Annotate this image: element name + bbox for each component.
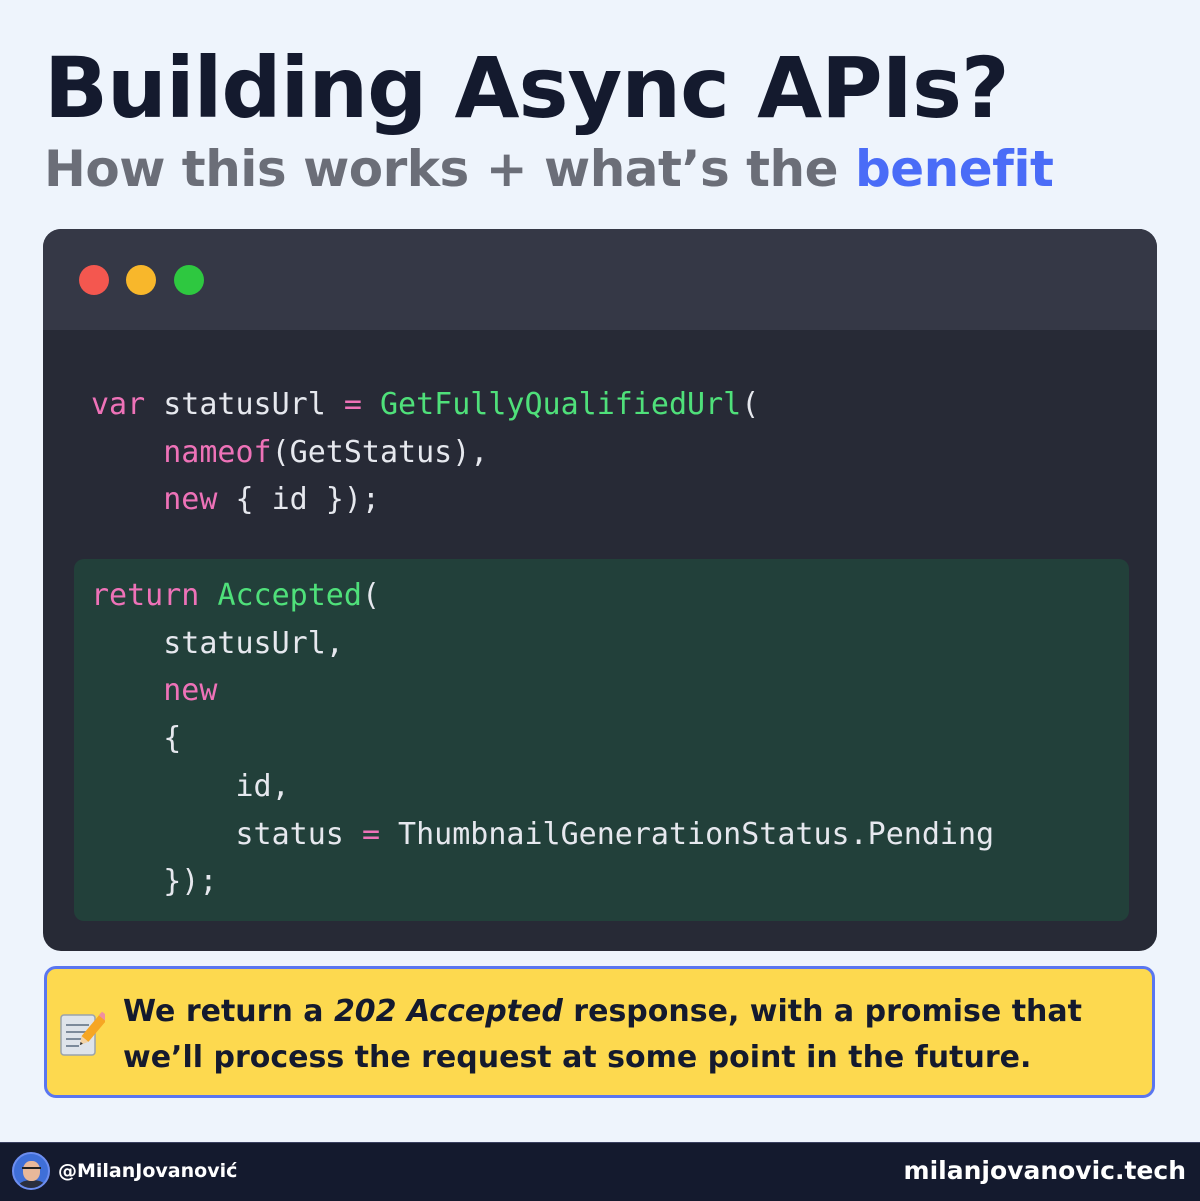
code-line: { [91, 721, 181, 756]
subtitle-accent: benefit [854, 140, 1054, 198]
code-punct: ( [741, 387, 760, 422]
page-title: Building Async APIs? [44, 39, 1010, 137]
code-indent [91, 721, 163, 756]
author-handle[interactable]: @MilanJovanović [58, 1160, 238, 1182]
code-indent [91, 817, 236, 852]
code-text: statusUrl, [163, 625, 344, 661]
subtitle-text: How this works + what’s the [44, 140, 855, 198]
code-line: nameof(GetStatus), [91, 435, 488, 470]
code-text: (GetStatus), [271, 434, 489, 470]
info-callout: We return a 202 Accepted response, with … [44, 966, 1155, 1098]
code-text: { id }); [217, 482, 380, 518]
code-text: }); [163, 864, 218, 900]
code-identifier: statusUrl [145, 387, 344, 422]
code-space [362, 387, 380, 422]
avatar[interactable] [12, 1152, 50, 1190]
code-text: id, [235, 768, 290, 804]
code-indent [91, 482, 163, 517]
close-window-dot[interactable] [79, 265, 109, 295]
code-keyword: new [163, 482, 218, 518]
code-indent [91, 626, 163, 661]
code-space [199, 578, 217, 613]
code-function: Accepted [217, 578, 362, 613]
code-function: GetFullyQualifiedUrl [380, 387, 742, 422]
avatar-glasses [22, 1167, 41, 1173]
code-indent [91, 864, 163, 899]
avatar-body [18, 1180, 46, 1188]
callout-emphasis: 202 Accepted [333, 994, 563, 1029]
code-line: var statusUrl = GetFullyQualifiedUrl( [91, 387, 759, 422]
code-text: ThumbnailGenerationStatus.Pending [380, 816, 995, 852]
code-operator: = [343, 387, 362, 422]
footer-bar: @MilanJovanović milanjovanovic.tech [0, 1142, 1200, 1201]
code-keyword: return [91, 578, 200, 613]
code-line: statusUrl, [91, 626, 344, 661]
code-indent [91, 769, 236, 804]
code-line: status = ThumbnailGenerationStatus.Pendi… [91, 816, 995, 852]
code-keyword: var [91, 387, 146, 422]
code-keyword: new [163, 673, 218, 709]
code-line: id, [91, 769, 290, 804]
code-indent [91, 673, 163, 708]
memo-pencil-icon [60, 1011, 105, 1056]
window-titlebar [43, 229, 1157, 330]
maximize-window-dot[interactable] [174, 265, 204, 295]
website-link[interactable]: milanjovanovic.tech [903, 1156, 1186, 1185]
code-window: var statusUrl = GetFullyQualifiedUrl( na… [43, 229, 1157, 951]
code-keyword: nameof [163, 434, 272, 470]
callout-text-start: We return a [123, 994, 334, 1029]
code-line: return Accepted( [91, 578, 380, 613]
minimize-window-dot[interactable] [126, 265, 156, 295]
code-punct: ( [361, 578, 380, 613]
code-line: }); [91, 864, 217, 899]
code-indent [91, 435, 163, 470]
code-block-status-url: var statusUrl = GetFullyQualifiedUrl( na… [91, 381, 759, 524]
code-identifier: status [235, 816, 362, 852]
code-line: new [91, 673, 217, 708]
code-operator: = [361, 816, 380, 852]
code-block-return-accepted: return Accepted( statusUrl, new { id, st… [91, 572, 994, 906]
code-line: new { id }); [91, 482, 380, 517]
callout-text: We return a 202 Accepted response, with … [123, 989, 1133, 1081]
code-text: { [163, 721, 182, 757]
callout-text-end: response, with a promise that we’ll proc… [123, 994, 1082, 1075]
page-subtitle: How this works + what’s the benefit [44, 138, 1054, 200]
avatar-face [23, 1161, 40, 1181]
highlighted-code-block: return Accepted( statusUrl, new { id, st… [74, 559, 1129, 921]
